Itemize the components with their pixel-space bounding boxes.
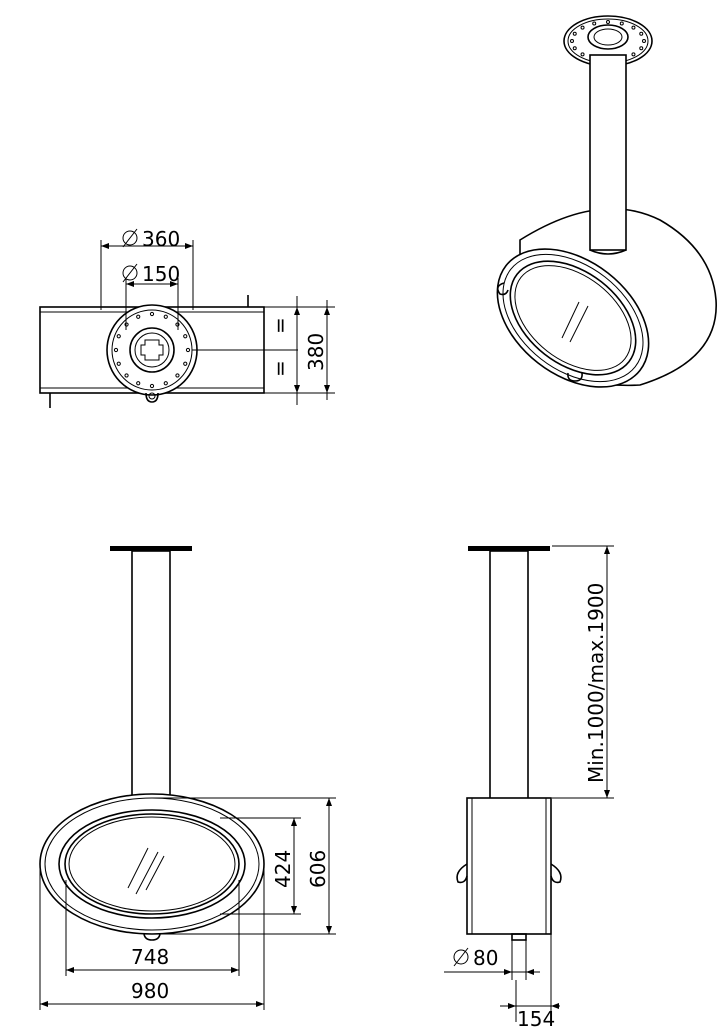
- bolt-hole: [592, 21, 597, 26]
- dim-outer-width: 980: [131, 979, 169, 1003]
- dim-depth: 154: [517, 1007, 555, 1027]
- bolt-hole: [572, 31, 577, 36]
- perspective-handle: [496, 282, 509, 296]
- side-body: [466, 797, 552, 935]
- bolt-hole: [149, 383, 155, 389]
- side-handle-right: [550, 863, 562, 884]
- dim-outer-diameter: 360: [142, 227, 180, 251]
- perspective-glass: [509, 260, 637, 376]
- diameter-360-symbol: [122, 228, 138, 248]
- bolt-hole: [580, 25, 585, 30]
- diameter-150-symbol: [122, 263, 138, 283]
- bolt-hole: [183, 334, 188, 339]
- front-flue-pipe: [131, 550, 171, 800]
- bolt-hole: [631, 25, 636, 30]
- equal-mark-bottom: =: [268, 360, 292, 377]
- front-ceiling-plate: [110, 546, 192, 551]
- bolt-hole: [136, 314, 141, 319]
- equal-mark-top: =: [268, 317, 292, 334]
- bolt-hole: [124, 322, 129, 327]
- bolt-hole: [116, 334, 121, 339]
- bolt-hole: [572, 46, 577, 51]
- dim-inner-width: 748: [131, 945, 169, 969]
- bolt-hole: [639, 46, 644, 51]
- front-view: 424 606 748 980: [39, 546, 336, 1010]
- side-view: Min.1000/max.1900 80 154: [444, 545, 614, 1027]
- front-glass: [64, 813, 240, 915]
- bolt-hole: [580, 52, 585, 57]
- side-ceiling-plate: [468, 546, 550, 551]
- bolt-hole: [175, 322, 180, 327]
- perspective-bottom-knob: [567, 372, 583, 382]
- perspective-flue-pipe: [589, 54, 627, 251]
- dim-inner-diameter: 150: [142, 262, 180, 286]
- bolt-hole: [124, 373, 129, 378]
- side-handle-left: [456, 863, 468, 884]
- top-view-flange: [106, 304, 198, 396]
- diameter-80-symbol: [453, 947, 469, 967]
- bolt-hole: [163, 314, 168, 319]
- top-view-flue-opening: [129, 327, 175, 373]
- bolt-hole: [639, 31, 644, 36]
- dim-outlet-diameter: 80: [473, 946, 498, 970]
- perspective-front-ring: [496, 248, 650, 388]
- side-outlet: [511, 933, 527, 941]
- bolt-hole: [570, 39, 574, 43]
- bolt-hole: [116, 361, 121, 366]
- perspective-view: [496, 15, 717, 388]
- top-view: 360 150 = = 380: [39, 227, 335, 408]
- dim-inner-height: 424: [271, 850, 295, 888]
- bolt-hole: [149, 311, 155, 317]
- dim-height-380: 380: [304, 333, 328, 371]
- front-inner-ring: [58, 809, 246, 919]
- bolt-hole: [185, 347, 191, 353]
- bolt-hole: [136, 381, 141, 386]
- bolt-hole: [163, 381, 168, 386]
- bolt-hole: [642, 39, 646, 43]
- side-flue-pipe: [489, 550, 529, 800]
- top-view-bolt-holes: [113, 311, 191, 389]
- bolt-hole: [183, 361, 188, 366]
- front-bottom-knob: [143, 933, 161, 941]
- dim-suspension-range: Min.1000/max.1900: [584, 583, 608, 783]
- bolt-hole: [619, 21, 624, 26]
- bolt-hole: [606, 20, 610, 24]
- bolt-hole: [175, 373, 180, 378]
- dim-outer-height: 606: [306, 850, 330, 888]
- bolt-hole: [113, 347, 119, 353]
- bolt-hole: [631, 52, 636, 57]
